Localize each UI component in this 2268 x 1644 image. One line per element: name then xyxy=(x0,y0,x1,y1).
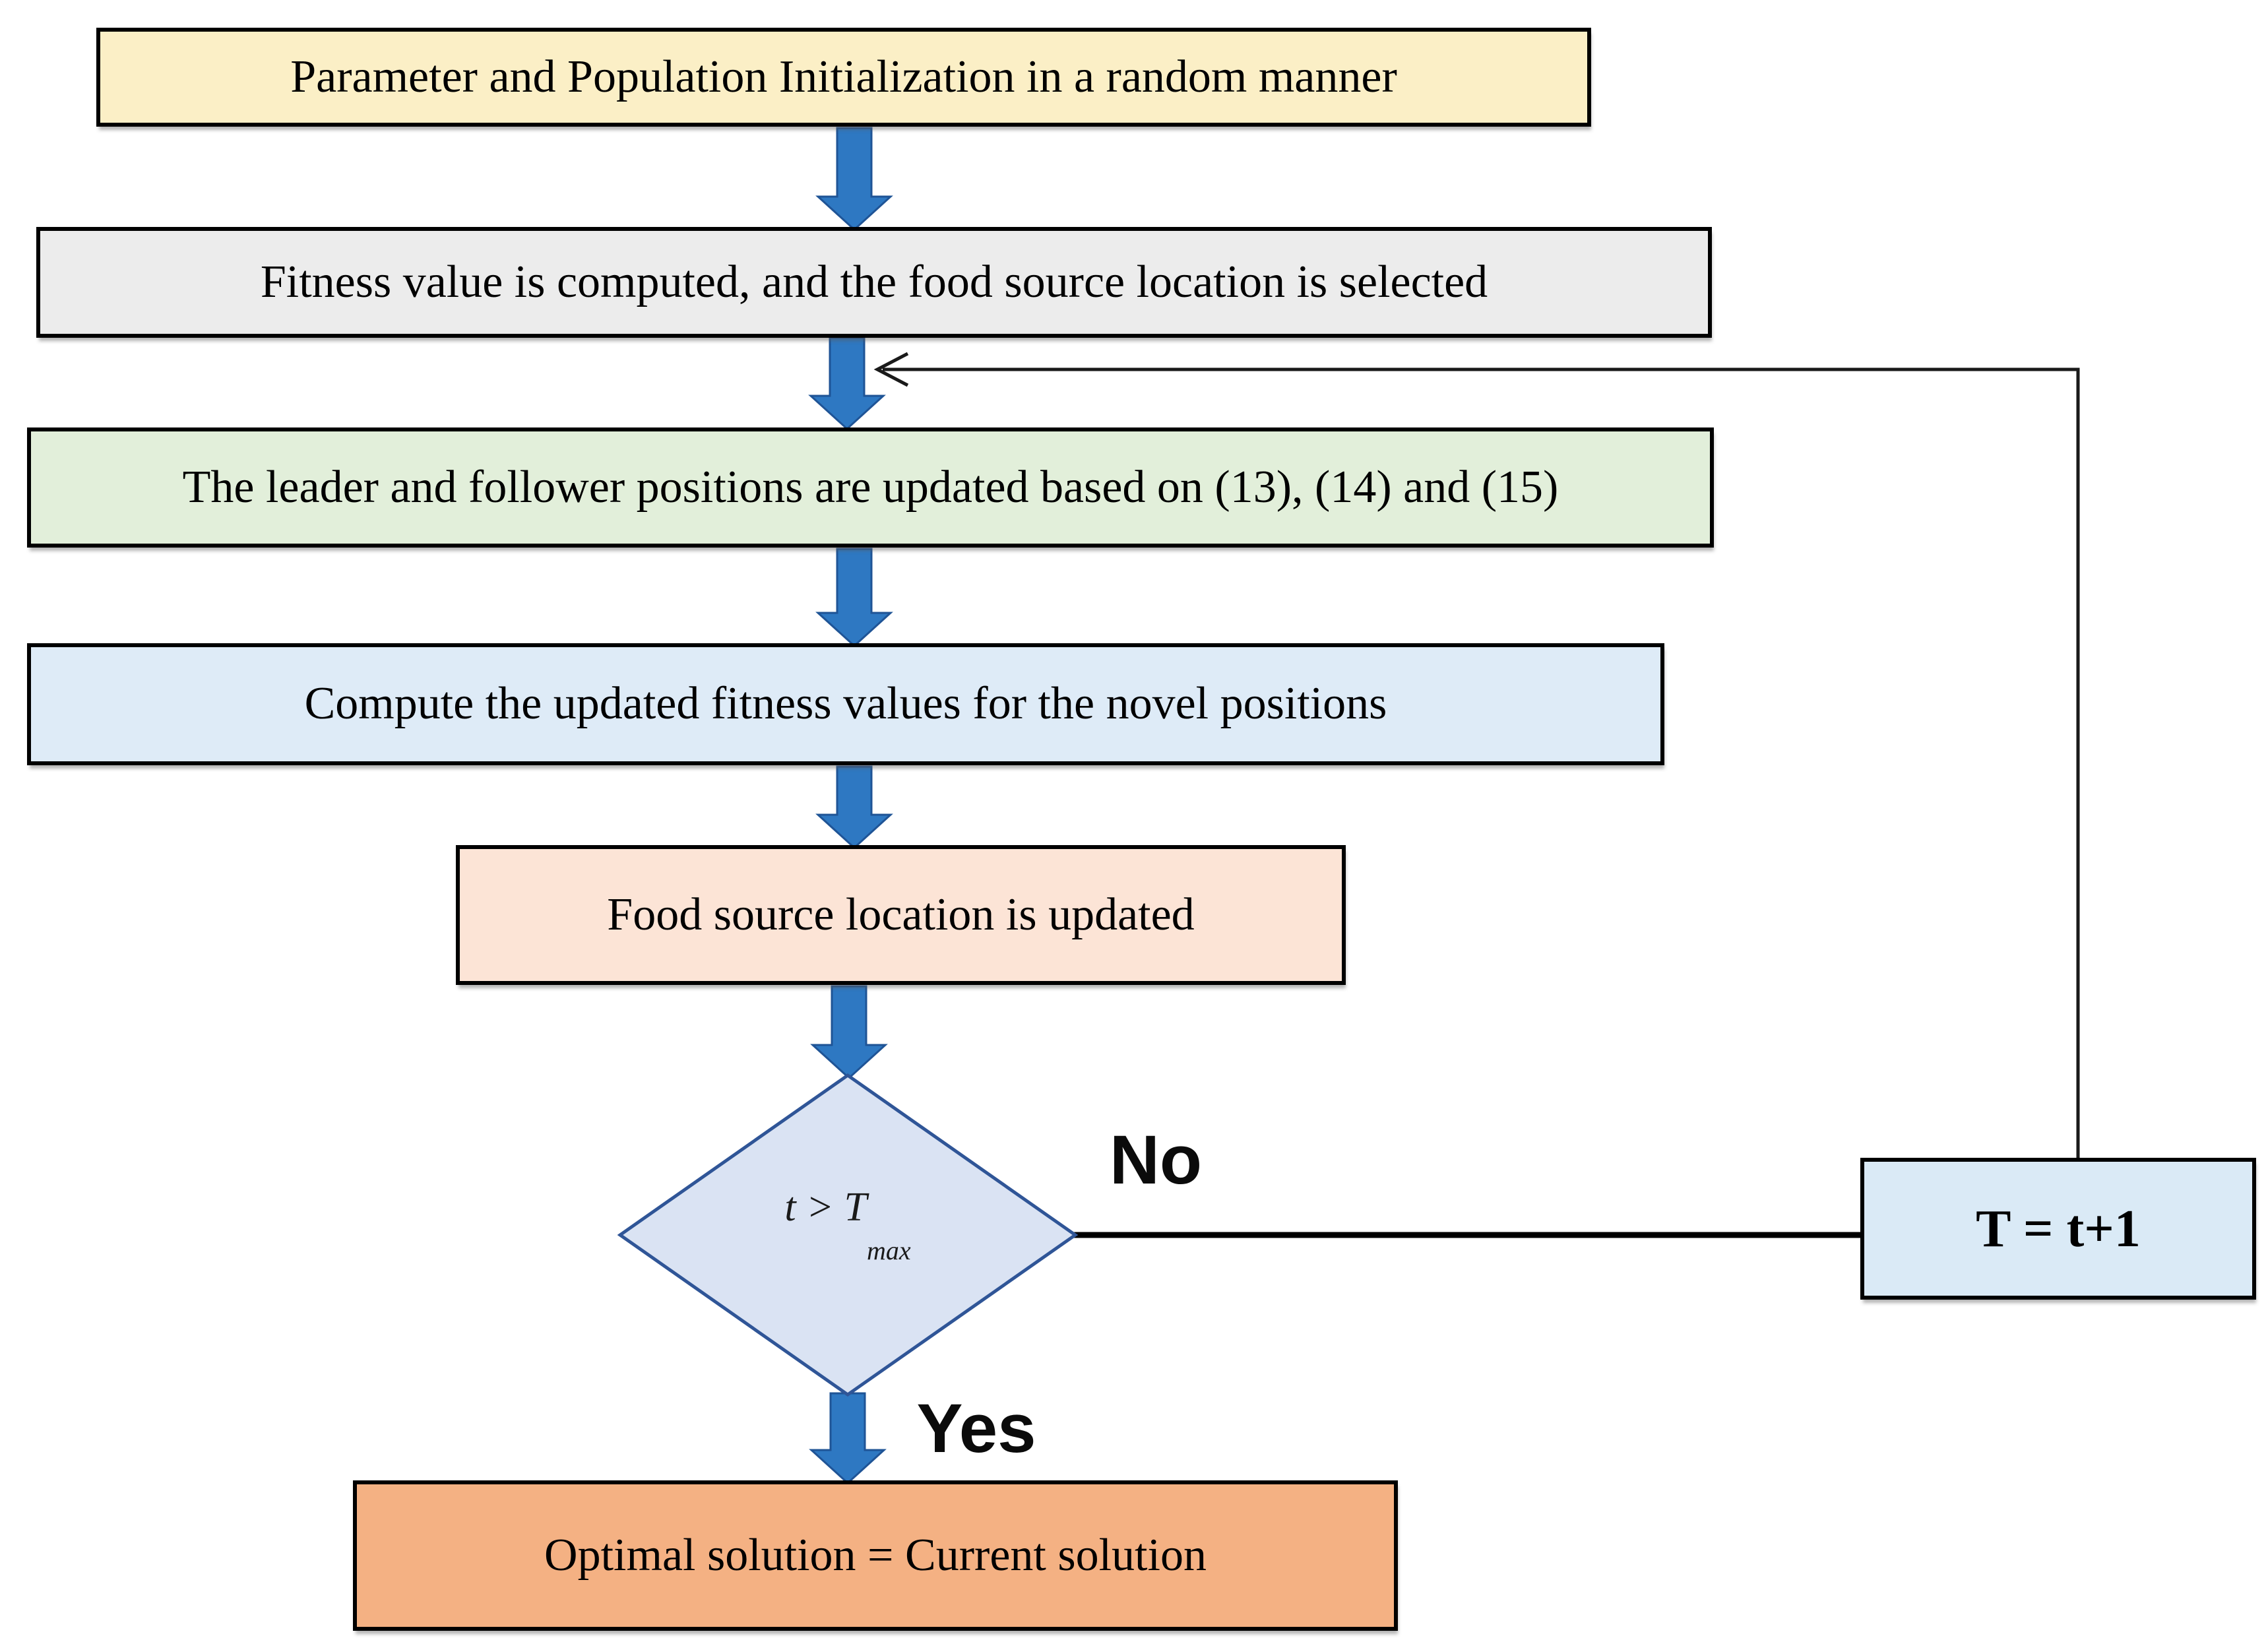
flow-arrow-update-to-compute xyxy=(815,548,893,648)
node-optimal-solution: Optimal solution = Current solution xyxy=(353,1480,1398,1631)
node-iteration-increment-label: T = t+1 xyxy=(1976,1199,2141,1258)
decision-diamond-shape xyxy=(617,1073,1079,1397)
decision-condition-subscript: max xyxy=(866,1236,911,1265)
node-optimal-solution-label: Optimal solution = Current solution xyxy=(544,1529,1207,1581)
node-compute-updated-fitness-label: Compute the updated fitness values for t… xyxy=(304,678,1387,730)
branch-label-yes: Yes xyxy=(916,1389,1036,1467)
decision-condition-main: t > T xyxy=(784,1184,867,1230)
node-fitness-computed: Fitness value is computed, and the food … xyxy=(36,227,1712,338)
node-iteration-increment: T = t+1 xyxy=(1860,1158,2256,1300)
node-update-positions-label: The leader and follower positions are up… xyxy=(182,461,1559,513)
flow-arrow-init-to-fitness xyxy=(815,127,893,232)
flow-arrow-fitness-to-update xyxy=(808,336,886,431)
node-food-source-updated: Food source location is updated xyxy=(456,845,1346,985)
node-parameter-init: Parameter and Population Initialization … xyxy=(96,28,1591,127)
decision-condition: t > T max xyxy=(650,1158,1046,1266)
branch-label-no: No xyxy=(1110,1121,1202,1199)
node-update-positions: The leader and follower positions are up… xyxy=(27,427,1714,548)
node-food-source-updated-label: Food source location is updated xyxy=(607,889,1195,940)
flow-arrow-food-to-decision xyxy=(810,985,888,1080)
node-fitness-computed-label: Fitness value is computed, and the food … xyxy=(260,256,1488,307)
flow-arrow-compute-to-food xyxy=(815,765,893,850)
flow-arrow-decision-to-optimal xyxy=(809,1392,887,1485)
node-compute-updated-fitness: Compute the updated fitness values for t… xyxy=(27,643,1664,765)
node-parameter-init-label: Parameter and Population Initialization … xyxy=(290,51,1397,102)
loop-arrowhead-icon xyxy=(873,352,909,387)
loop-connector-line xyxy=(883,367,2080,1159)
